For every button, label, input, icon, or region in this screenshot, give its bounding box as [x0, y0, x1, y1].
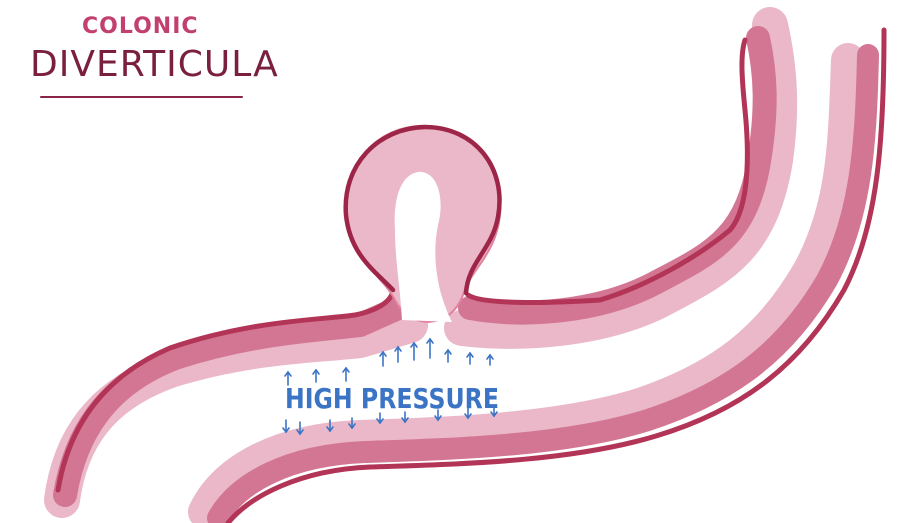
lower-wall-inner-layer	[188, 43, 865, 523]
pressure-arrow-down	[464, 407, 472, 420]
diverticulum-lumen	[394, 171, 452, 322]
title-main: DIVERTICULA	[30, 44, 279, 85]
pressure-arrow-down	[296, 421, 304, 436]
pressure-arrow-down	[490, 405, 498, 418]
pressure-arrow-up	[342, 366, 350, 382]
pressure-arrows-up	[284, 337, 494, 386]
pressure-arrow-up	[379, 350, 387, 367]
pressure-arrow-up	[444, 348, 452, 363]
pressure-arrow-down	[401, 411, 409, 424]
pressure-arrow-up	[410, 341, 418, 361]
pressure-arrow-down	[326, 419, 334, 433]
high-pressure-label: HIGH PRESSURE	[285, 382, 499, 415]
pressure-arrow-down	[434, 409, 442, 422]
lower-wall-serosa	[225, 27, 887, 523]
pressure-arrow-up	[426, 337, 434, 359]
pressure-arrow-up	[394, 345, 402, 363]
pressure-arrow-up	[312, 368, 320, 383]
title-underline	[40, 96, 243, 98]
pressure-arrows-down	[282, 405, 498, 436]
pressure-arrow-down	[282, 419, 290, 434]
lower-wall-muscle-layer	[207, 44, 879, 523]
title-subtitle: COLONIC	[82, 14, 199, 39]
upper-wall-muscle-layer	[53, 26, 777, 507]
pressure-arrow-up	[284, 370, 292, 386]
pressure-arrow-down	[376, 412, 384, 425]
pressure-arrow-up	[486, 353, 494, 366]
pressure-arrow-up	[466, 351, 474, 365]
pressure-arrow-down	[348, 417, 356, 430]
diverticulum-wall	[343, 124, 502, 296]
upper-wall-serosa	[55, 37, 750, 493]
